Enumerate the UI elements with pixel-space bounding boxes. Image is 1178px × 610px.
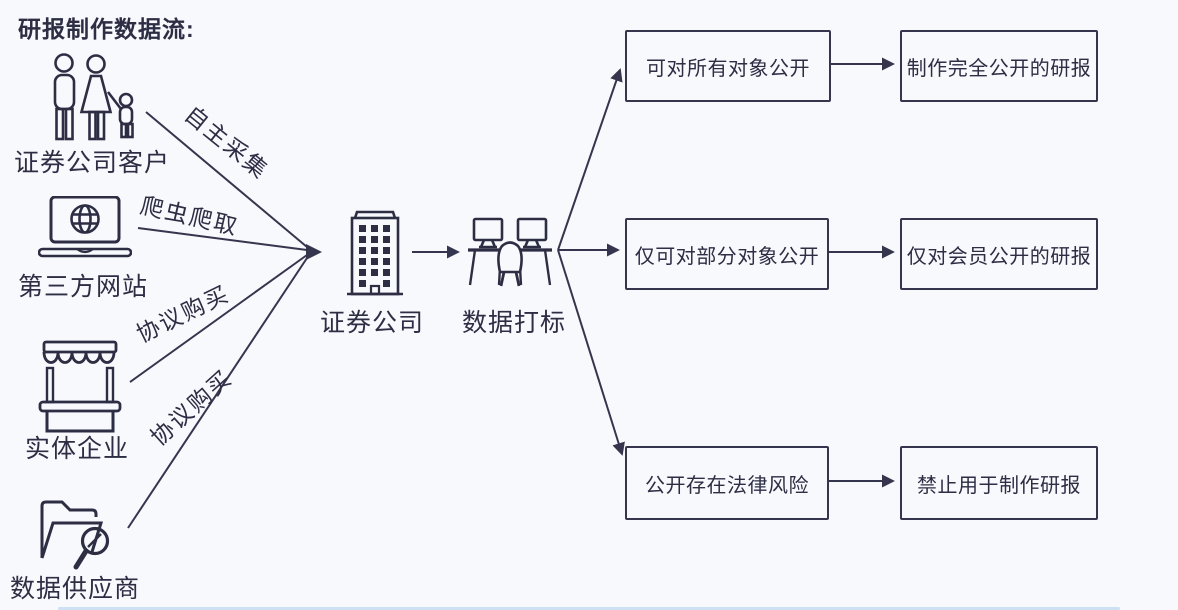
source-label-vendor: 数据供应商 (9, 575, 140, 603)
result-text: 制作完全公开的研报 (906, 57, 1092, 80)
convergence-arrowhead (306, 244, 322, 260)
result-box-fully-public-report: 制作完全公开的研报 (900, 30, 1098, 102)
storefront-icon (38, 340, 122, 434)
source-label-thirdparty: 第三方网站 (17, 273, 148, 301)
condition-text: 公开存在法律风险 (645, 474, 809, 497)
source-label-clients: 证券公司客户 (14, 149, 171, 177)
diagram-title: 研报制作数据流: (18, 16, 195, 42)
company-label: 证券公司 (319, 309, 424, 337)
condition-text: 仅可对部分对象公开 (634, 245, 820, 268)
result-text: 禁止用于制作研报 (917, 474, 1081, 497)
source-label-enterprise: 实体企业 (24, 435, 129, 463)
result-box-members-only-report: 仅对会员公开的研报 (900, 218, 1098, 290)
result-text: 仅对会员公开的研报 (906, 245, 1092, 268)
condition-text: 可对所有对象公开 (646, 57, 810, 80)
labeling-label: 数据打标 (461, 309, 566, 337)
family-icon (44, 52, 144, 144)
bottom-edge-line (58, 607, 1120, 610)
office-building-icon (346, 210, 404, 300)
folder-search-icon (38, 496, 124, 574)
condition-box-partial-public: 仅可对部分对象公开 (625, 218, 829, 290)
result-box-prohibited: 禁止用于制作研报 (900, 446, 1098, 520)
laptop-globe-icon (38, 196, 132, 260)
condition-box-public-all: 可对所有对象公开 (625, 30, 831, 102)
workstation-icon (468, 216, 552, 288)
condition-box-legal-risk: 公开存在法律风险 (625, 446, 829, 520)
